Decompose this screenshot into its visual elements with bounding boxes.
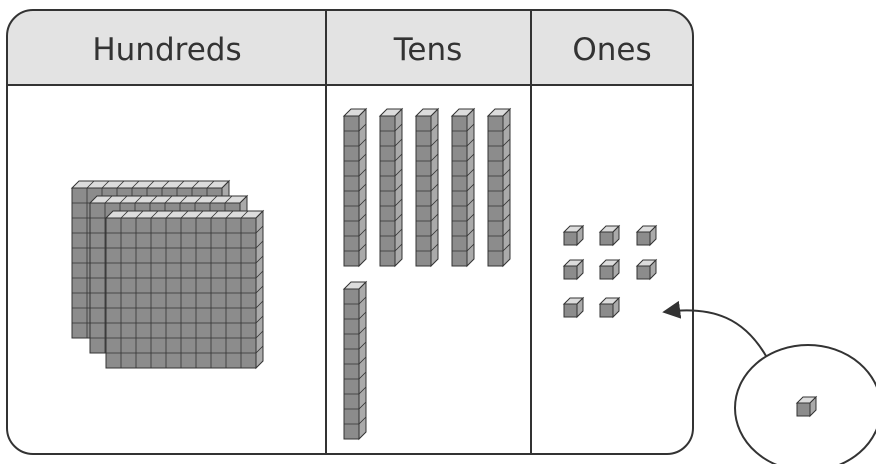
ten-rod-6	[344, 282, 366, 439]
callout-cube	[797, 397, 816, 416]
hundred-flat-3	[106, 211, 263, 368]
tens-blocks	[344, 109, 510, 439]
one-cube-5	[600, 260, 619, 279]
ten-rod-1	[344, 109, 366, 266]
ten-rod-4	[452, 109, 474, 266]
one-cube-7	[564, 298, 583, 317]
ones-blocks	[564, 226, 656, 317]
one-cube-6	[637, 260, 656, 279]
ten-rod-5	[488, 109, 510, 266]
ten-rod-3	[416, 109, 438, 266]
one-cube-1	[564, 226, 583, 245]
column-header-ones: Ones	[572, 32, 651, 68]
ten-rod-2	[380, 109, 402, 266]
column-header-tens: Tens	[393, 32, 463, 68]
callout-one-block	[797, 397, 816, 416]
one-cube-8	[600, 298, 619, 317]
hundreds-blocks	[72, 181, 263, 368]
column-header-hundreds: Hundreds	[92, 32, 241, 68]
callout-arrow	[664, 310, 766, 356]
one-cube-4	[564, 260, 583, 279]
one-cube-2	[600, 226, 619, 245]
one-cube-3	[637, 226, 656, 245]
